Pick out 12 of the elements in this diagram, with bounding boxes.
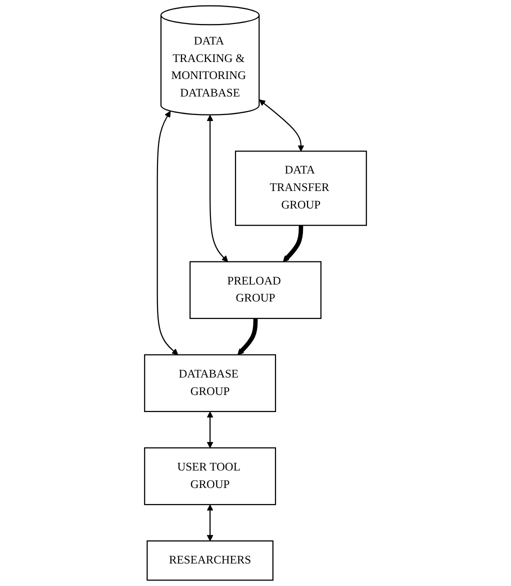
node-box: DATA TRANSFER GROUP [234,150,367,226]
arrow [206,114,228,262]
arrow [282,225,304,262]
arrow [259,99,304,152]
arrow [206,412,214,448]
node-box: DATABASE GROUP [144,354,276,412]
arrow [156,110,178,356]
node-box: USER TOOL GROUP [144,447,276,506]
node-box: PRELOAD GROUP [190,261,322,319]
arrow [206,504,214,542]
node-box: RESEARCHERS [146,540,274,581]
arrow [237,318,258,356]
